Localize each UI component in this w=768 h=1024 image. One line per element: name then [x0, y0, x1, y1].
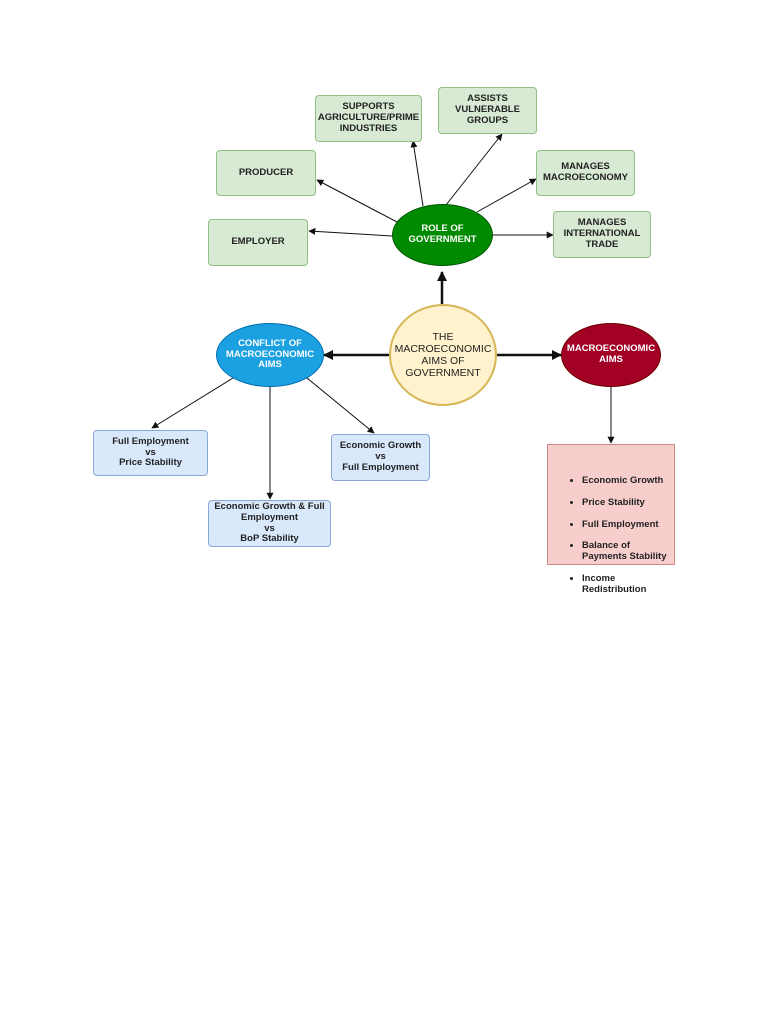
- arrow-role-to-employer: [308, 227, 393, 237]
- producer-box: PRODUCER: [216, 150, 316, 196]
- manages-macroeconomy-box: MANAGES MACROECONOMY: [536, 150, 635, 196]
- macroeconomic-aims-node: MACROECONOMIC AIMS: [561, 323, 661, 387]
- growth-employment-vs-bop-box: Economic Growth & Full Employment vs BoP…: [208, 500, 331, 547]
- arrow-role-to-producer: [316, 179, 398, 223]
- arrow-conflict-to-growth-vs-full: [306, 377, 375, 434]
- aims-list-box: Economic Growth Price Stability Full Emp…: [547, 444, 675, 595]
- growth-vs-full-employment-box: Economic Growth vs Full Employment: [331, 434, 430, 481]
- aims-list: Economic Growth Price Stability Full Emp…: [548, 465, 666, 607]
- center-node: THE MACROECONOMIC AIMS OF GOVERNMENT: [389, 304, 497, 406]
- manages-international-trade-box: MANAGES INTERNATIONAL TRADE: [553, 211, 651, 258]
- arrow-role-to-manages-macro: [476, 178, 537, 213]
- full-employment-vs-price-box: Full Employment vs Price Stability: [93, 430, 208, 476]
- aims-list-item: Price Stability: [582, 497, 666, 509]
- aims-list-item: Economic Growth: [582, 475, 666, 487]
- supports-agriculture-box: SUPPORTS AGRICULTURE/PRIME INDUSTRIES: [315, 95, 422, 142]
- employer-box: EMPLOYER: [208, 219, 308, 266]
- arrow-conflict-to-full-vs-price: [151, 377, 234, 429]
- aims-list-item: Income Redistribution: [582, 573, 666, 596]
- arrow-role-to-assists: [445, 133, 503, 206]
- role-of-government-node: ROLE OF GOVERNMENT: [392, 204, 493, 266]
- aims-list-item: Full Employment: [582, 519, 666, 531]
- arrow-role-to-supports: [410, 140, 424, 207]
- aims-list-item: Balance of Payments Stability: [582, 541, 666, 563]
- conflict-of-aims-node: CONFLICT OF MACROECONOMIC AIMS: [216, 323, 324, 387]
- assists-vulnerable-box: ASSISTS VULNERABLE GROUPS: [438, 87, 537, 134]
